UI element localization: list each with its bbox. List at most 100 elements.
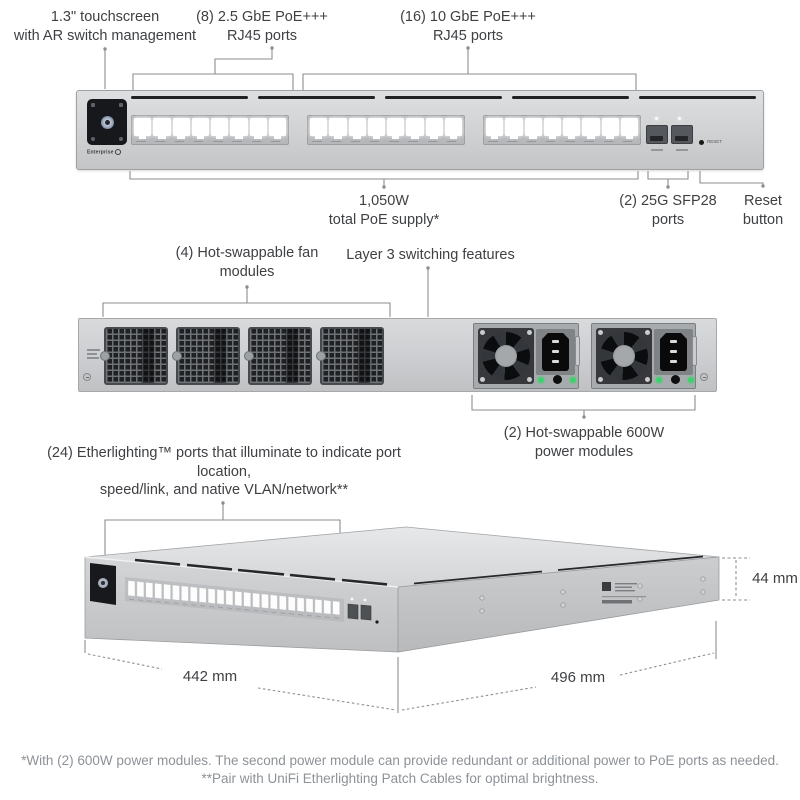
- callout-poe-bracket: [129, 171, 639, 180]
- port-label-mark: [306, 614, 313, 617]
- dimension-width: 442 mm: [182, 668, 238, 685]
- dim-442-line-b: [257, 687, 397, 711]
- rear-label-mark: [87, 353, 97, 355]
- port-label-mark: [200, 604, 206, 607]
- touchscreen-display: [87, 99, 127, 145]
- brand-label: Enterprise: [87, 149, 131, 155]
- rj45-port-perspective: [305, 598, 314, 613]
- callout-ether-bracket: [104, 519, 341, 577]
- rj45-port: [444, 118, 462, 142]
- panel-screw: [83, 373, 91, 381]
- fan-latch-screw: [100, 351, 110, 361]
- top-vent: [639, 96, 756, 99]
- touchscreen-perspective: [90, 563, 116, 605]
- fan-module: [244, 327, 312, 385]
- rj45-port-group: [307, 115, 465, 145]
- label-poe-supply: 1,050W total PoE supply*: [328, 193, 440, 228]
- psu-button: [552, 375, 562, 384]
- rj45-port-perspective: [127, 580, 136, 597]
- port-label-mark: [333, 617, 339, 619]
- rj45-port: [486, 118, 504, 142]
- rj45-port: [249, 118, 267, 142]
- fan-module: [316, 327, 384, 385]
- rj45-port-perspective: [172, 584, 180, 601]
- chassis-side-face: [397, 556, 720, 653]
- cert-marks: [602, 600, 632, 604]
- top-vent: [385, 96, 502, 99]
- rj45-port-perspective: [323, 599, 331, 615]
- chassis-front-face: [84, 556, 399, 653]
- sfp28-port: [671, 125, 693, 144]
- ac-inlet: [542, 333, 569, 371]
- rj45-port: [310, 118, 328, 142]
- rj45-port-perspective: [288, 596, 296, 612]
- rj45-port: [172, 118, 190, 142]
- screen-stat-icon: [119, 137, 123, 141]
- callout-8ports-riser: [214, 48, 273, 74]
- rear-label-mark: [87, 349, 100, 351]
- side-screws: [479, 576, 706, 614]
- power-module-1: [473, 323, 580, 389]
- rj45-port: [367, 118, 385, 142]
- ac-inlet-zone: [654, 329, 693, 375]
- sfp-port-perspective: [360, 604, 372, 621]
- rj45-port: [406, 118, 424, 142]
- rj45-port: [543, 118, 561, 142]
- qr-code-icon: [602, 582, 611, 591]
- port-shelf-perspective: [125, 577, 344, 622]
- port-label-mark: [137, 599, 143, 602]
- screen-stat-icon: [91, 137, 95, 141]
- rj45-port: [230, 118, 248, 142]
- rj45-port-perspective: [225, 590, 234, 606]
- rj45-port-perspective: [243, 591, 251, 608]
- label-sfp28: (2) 25G SFP28 ports: [619, 193, 717, 228]
- port-label-mark: [244, 609, 250, 611]
- rj45-port: [425, 118, 443, 142]
- top-vent: [512, 96, 629, 99]
- dimension-lines: [84, 557, 750, 713]
- rj45-port-perspective: [145, 582, 154, 599]
- rj45-port-perspective: [296, 597, 305, 612]
- dim-442-line-a: [87, 653, 163, 670]
- top-vents-perspective: [134, 558, 388, 586]
- rj45-port-perspective: [270, 594, 278, 610]
- callout-psu-bracket: [471, 395, 696, 411]
- psu-latch-handle: [575, 336, 580, 366]
- callout-fans-bracket: [102, 302, 391, 317]
- rj45-port-perspective: [190, 586, 198, 603]
- rj45-port-perspective: [234, 590, 243, 607]
- callout-reset-line: [699, 171, 764, 185]
- rj45-port: [620, 118, 638, 142]
- front-panel-view: Enterprise RESET: [76, 90, 764, 170]
- psu-fan: [596, 328, 652, 384]
- rj45-port-perspective: [332, 600, 340, 616]
- sfp-label-mark: [676, 149, 688, 151]
- fan-module: [100, 327, 168, 385]
- power-module-2: [591, 323, 697, 389]
- label-fans: (4) Hot-swappable fan modules: [175, 245, 319, 280]
- fan-module: [172, 327, 240, 385]
- screen-app-icon: [91, 103, 95, 107]
- screen-dial-perspective: [98, 578, 108, 588]
- dimension-depth: 496 mm: [550, 669, 606, 686]
- perspective-view: [84, 526, 720, 653]
- rear-label-mark: [87, 357, 99, 359]
- port-label-mark: [182, 603, 188, 606]
- port-label-mark: [155, 600, 161, 603]
- port-label-mark: [253, 609, 259, 612]
- psu-status-led: [570, 376, 576, 383]
- rj45-port: [268, 118, 286, 142]
- sfp-port-perspective: [347, 603, 359, 620]
- port-label-mark: [146, 600, 152, 602]
- reset-button: [699, 140, 704, 145]
- rj45-port: [582, 118, 600, 142]
- port-label-mark: [271, 611, 277, 614]
- panel-screw: [700, 373, 708, 381]
- rj45-port-group: [131, 115, 289, 145]
- rj45-port-perspective: [154, 582, 162, 599]
- port-label-mark: [217, 606, 224, 609]
- rj45-port-perspective: [181, 585, 189, 602]
- label-touchscreen: 1.3" touchscreen with AR switch manageme…: [13, 9, 197, 44]
- rj45-port: [505, 118, 523, 142]
